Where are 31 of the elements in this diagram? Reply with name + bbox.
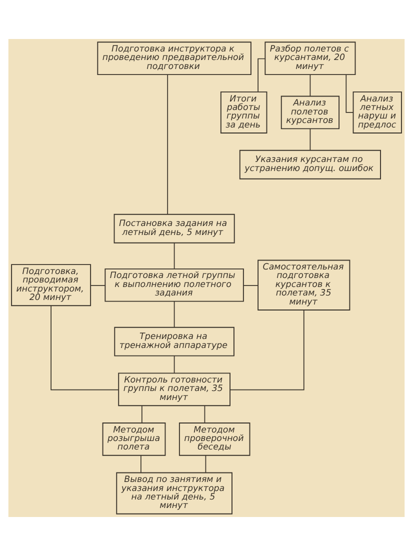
node-box: Разбор полетов с курсантами, 20 минут: [264, 42, 356, 76]
connector: [167, 74, 168, 215]
connector: [346, 74, 354, 113]
connector: [140, 454, 142, 473]
node-box: Подготовка, проводимая инструктором, 20 минут: [11, 264, 92, 306]
node-box: Самостоятельная подготовка курсантов к полетам, 35 минут: [258, 260, 350, 310]
connector: [174, 356, 175, 374]
node-box: Методом проверочной беседы: [178, 422, 250, 456]
connector: [174, 242, 175, 270]
connector: [243, 285, 258, 286]
node-box: Указания курсантам по устранению допущ. ошибок: [239, 150, 381, 180]
node-box: Итоги работы группы за день: [220, 91, 268, 134]
node-box: Анализ летных наруш и предлос: [352, 91, 402, 134]
connector: [50, 305, 119, 390]
node-box: Вывод по занятиям и указания инструктора на летный день, 5 минут: [116, 472, 232, 514]
node-box: Подготовка летной группы к выполнению полетного задания: [104, 268, 244, 302]
node-box: Подготовка инструктора к проведению предварительной подготовки: [97, 42, 252, 76]
connector: [174, 301, 175, 328]
connector: [230, 310, 304, 390]
connector: [204, 405, 206, 424]
node-box: Методом розыгрыша полета: [102, 422, 166, 456]
node-box: Тренировка на тренажной аппаратуре: [114, 326, 234, 356]
connector: [310, 74, 311, 97]
connector: [141, 405, 142, 424]
connector: [205, 454, 206, 473]
connector: [258, 58, 266, 92]
node-box: Контроль готовности группы к полетам, 35 минут: [118, 372, 230, 406]
node-box: Анализ полетов курсантов: [280, 96, 340, 130]
connector: [310, 128, 311, 151]
node-box: Постановка задания на летный день, 5 минут: [114, 214, 235, 244]
connector: [90, 285, 106, 286]
